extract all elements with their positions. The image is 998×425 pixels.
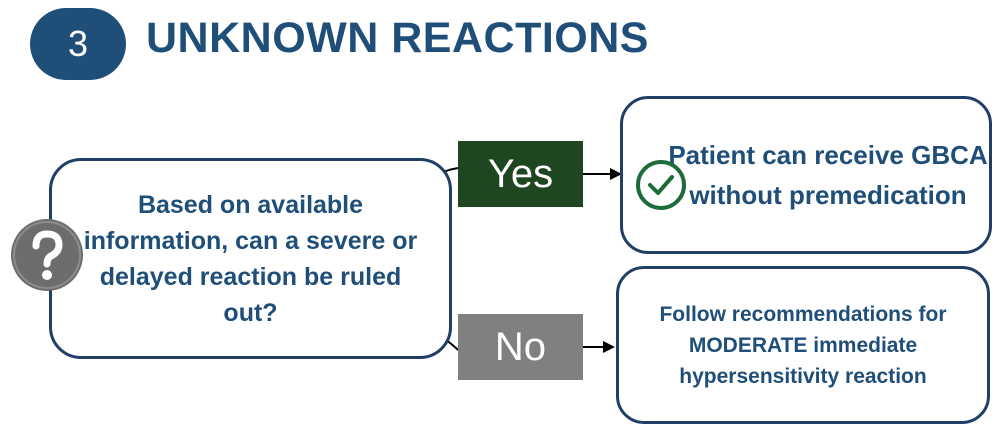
no-outcome-text: Follow recommendations for MODERATE imme… bbox=[659, 302, 947, 388]
arrow-yes-head bbox=[610, 168, 622, 180]
step-number-badge: 3 bbox=[30, 8, 126, 80]
question-mark-icon bbox=[11, 219, 83, 291]
no-branch-label: No bbox=[458, 314, 583, 380]
question-text: Based on available information, can a se… bbox=[83, 190, 418, 327]
check-circle-icon bbox=[636, 160, 686, 210]
no-outcome-box: Follow recommendations for MODERATE imme… bbox=[616, 266, 990, 424]
question-box: Based on available information, can a se… bbox=[49, 158, 452, 359]
arrow-no-head bbox=[603, 341, 615, 353]
yes-outcome-text: Patient can receive GBCA without premedi… bbox=[668, 140, 988, 210]
page-title: UNKNOWN REACTIONS bbox=[146, 14, 649, 62]
yes-outcome-box: Patient can receive GBCA without premedi… bbox=[620, 96, 992, 254]
step-number: 3 bbox=[67, 23, 89, 64]
yes-branch-label: Yes bbox=[458, 141, 583, 207]
